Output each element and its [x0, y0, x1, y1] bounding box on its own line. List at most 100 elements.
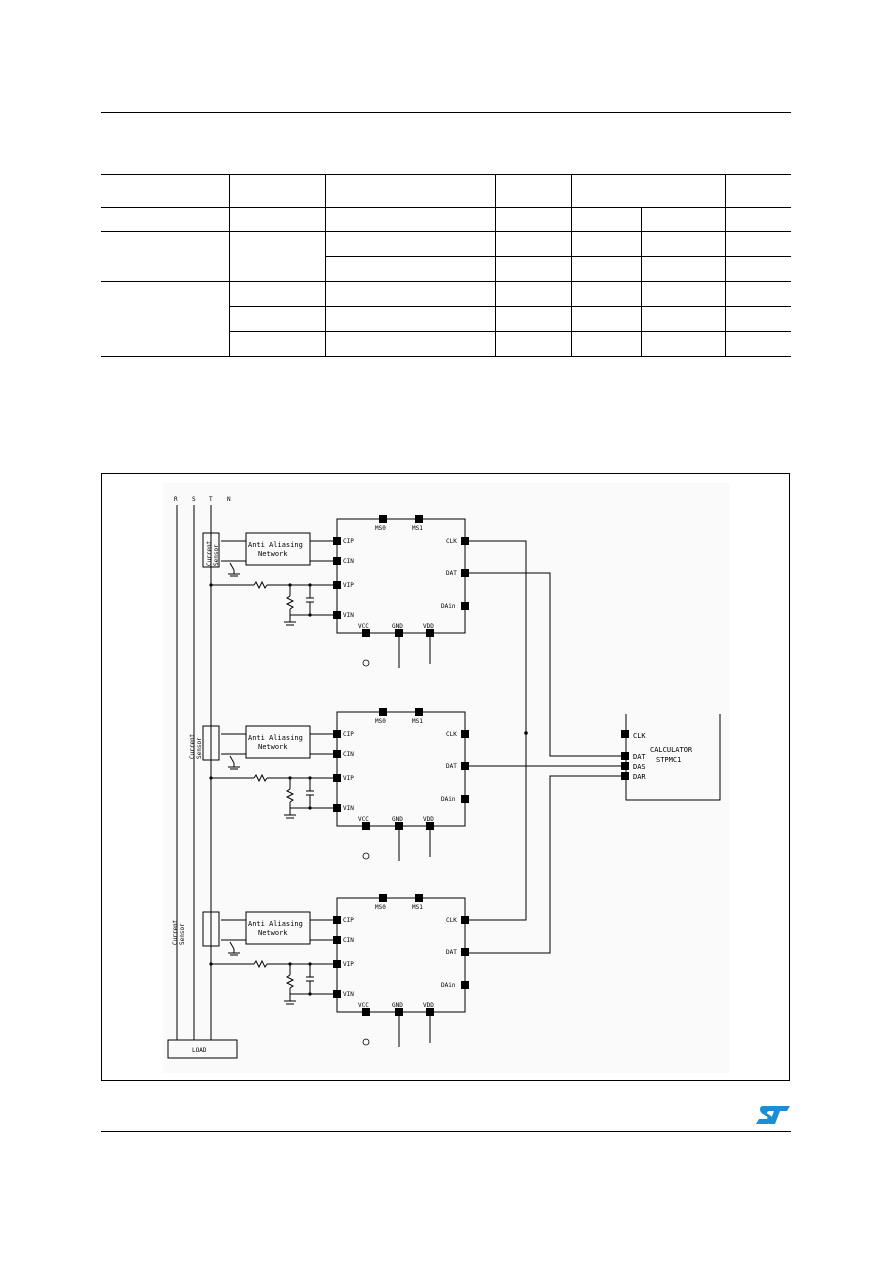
pin-label: DAin — [441, 982, 456, 989]
table-cell — [494, 306, 572, 332]
calc-pin-dar — [621, 772, 629, 780]
table-cell — [228, 331, 326, 357]
load-box — [167, 1039, 238, 1059]
stage-labels: Anti Aliasing Network Current Sensor MS0… — [172, 904, 457, 1009]
pin-label: VDD — [423, 623, 434, 630]
header-rule — [101, 112, 791, 113]
pin-label: MS1 — [412, 904, 423, 911]
calc-title: CALCULATOR — [650, 746, 693, 754]
pin-label: VCC — [358, 816, 369, 823]
table-cell — [494, 231, 572, 257]
current-sensor-label: Sensor — [196, 737, 203, 759]
calc-pin-das — [621, 762, 629, 770]
calc-part: STPMC1 — [656, 756, 681, 764]
pin-label: CLK — [446, 538, 457, 545]
pin-label: CLK — [446, 917, 457, 924]
anti-aliasing-label: Anti Aliasing — [248, 541, 303, 549]
pin-label: MS1 — [412, 718, 423, 725]
table-cell — [640, 231, 726, 257]
stage-labels: Anti Aliasing Network Current Sensor MS0… — [189, 718, 457, 823]
pin-label: DAin — [441, 796, 456, 803]
dat-bus-3 — [465, 775, 626, 954]
pin-label: CIP — [343, 731, 354, 738]
dat-bus-1 — [465, 572, 626, 757]
pin-label: DAT — [446, 949, 457, 956]
calc-pin-label: DAS — [633, 763, 646, 771]
table-cell — [570, 331, 642, 357]
pin-label: VCC — [358, 1002, 369, 1009]
metering-stage-1: Anti Aliasing Network Current Sensor MS0… — [202, 514, 470, 669]
pin-label: VIN — [343, 991, 354, 998]
table-cell — [494, 256, 572, 282]
anti-aliasing-label: Anti Aliasing — [248, 920, 303, 928]
phase-label: T — [209, 496, 213, 503]
phase-label: S — [192, 496, 196, 503]
table-row — [101, 306, 791, 332]
pin-label: MS0 — [375, 525, 386, 532]
load-label: LOAD — [192, 1047, 207, 1054]
table-row — [101, 331, 791, 357]
pin-label: CIN — [343, 937, 354, 944]
anti-aliasing-label: Network — [258, 743, 288, 751]
table-cell — [724, 174, 791, 208]
footer-rule — [101, 1131, 791, 1132]
st-logo-icon — [756, 1106, 790, 1124]
pin-label: CIN — [343, 558, 354, 565]
pin-label: MS1 — [412, 525, 423, 532]
pin-label: DAT — [446, 570, 457, 577]
spec-table — [101, 174, 791, 357]
pin-label: GND — [392, 1002, 403, 1009]
clk-bus — [465, 540, 527, 921]
pin-label: GND — [392, 623, 403, 630]
pin-label: VIP — [343, 961, 354, 968]
table-cell — [570, 207, 642, 232]
pin-label: CIN — [343, 751, 354, 758]
anti-aliasing-label: Anti Aliasing — [248, 734, 303, 742]
table-cell — [570, 306, 642, 332]
phase-label: N — [227, 496, 231, 503]
current-sensor-label: Sensor — [179, 923, 186, 945]
table-cell — [324, 331, 496, 357]
pin-label: DAin — [441, 603, 456, 610]
anti-aliasing-label: Network — [258, 929, 288, 937]
pin-label: VIN — [343, 805, 354, 812]
pin-label: VDD — [423, 1002, 434, 1009]
pin-label: MS0 — [375, 718, 386, 725]
table-cell — [724, 207, 791, 232]
pin-label: VIP — [343, 775, 354, 782]
pin-label: MS0 — [375, 904, 386, 911]
table-row — [101, 281, 791, 357]
bus-junction — [524, 731, 528, 735]
current-sensor-label: Sensor — [213, 544, 220, 566]
pin-label: DAT — [446, 763, 457, 770]
table-row — [101, 256, 791, 282]
metering-stage-3: Anti Aliasing Network Current Sensor MS0… — [172, 893, 470, 1048]
pin-label: GND — [392, 816, 403, 823]
pin-label: VIP — [343, 582, 354, 589]
phase-label: R — [174, 496, 178, 503]
table-cell — [324, 256, 496, 282]
anti-aliasing-label: Network — [258, 550, 288, 558]
table-cell — [724, 231, 791, 257]
calc-pin-clk — [621, 730, 629, 738]
current-sensor-label: Current — [206, 540, 213, 566]
pin-label: CLK — [446, 731, 457, 738]
figure-frame — [101, 473, 790, 1081]
table-cell — [101, 281, 230, 357]
current-sensor-label: Current — [172, 919, 179, 945]
pin-label: CIP — [343, 538, 354, 545]
table-cell — [324, 281, 496, 307]
calc-pin-label: DAT — [633, 753, 646, 761]
table-cell — [570, 256, 642, 282]
table-cell — [724, 331, 791, 357]
calc-pin-label: CLK — [633, 732, 646, 740]
table-cell — [640, 331, 726, 357]
pin-label: VDD — [423, 816, 434, 823]
table-cell — [228, 281, 326, 307]
pin-label: VIN — [343, 612, 354, 619]
calc-pin-dat — [621, 752, 629, 760]
table-cell — [324, 174, 496, 208]
current-sensor-label: Current — [189, 733, 196, 759]
calc-pin-label: DAR — [633, 773, 646, 781]
